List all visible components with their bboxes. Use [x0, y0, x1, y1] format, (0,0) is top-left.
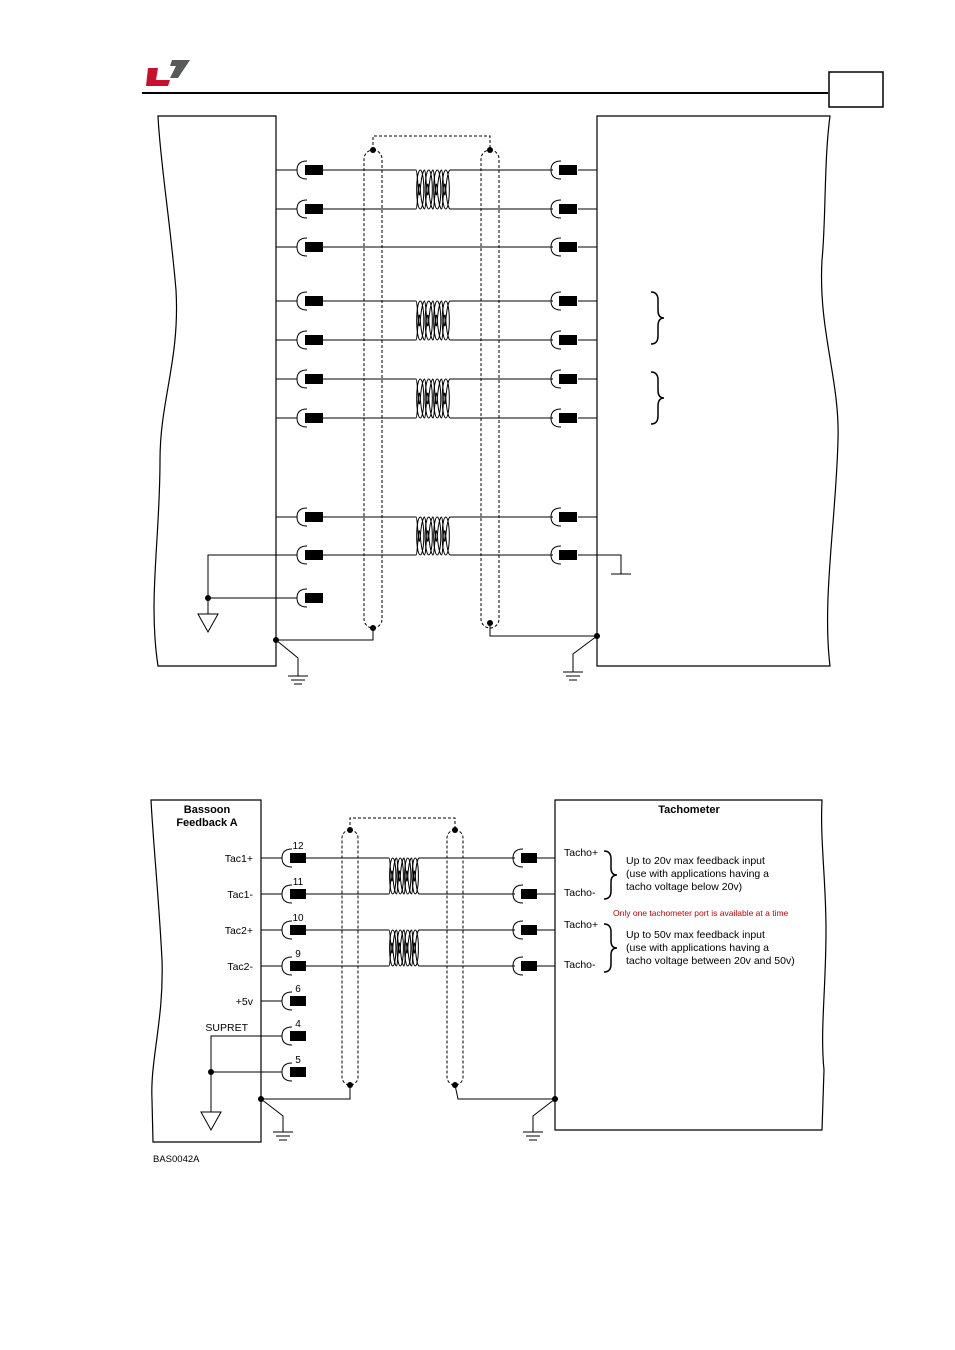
- tacho-pin-connector: [512, 956, 537, 976]
- tacho-pin-label: Tacho+: [564, 919, 598, 931]
- feedback-pin-connector: [281, 848, 306, 868]
- tacho-pin-label: Tacho-: [564, 887, 596, 899]
- top-left-connector: [296, 237, 323, 257]
- top-right-connector: [550, 160, 577, 180]
- top-right-connector: [550, 507, 577, 527]
- top-left-connector: [296, 291, 323, 311]
- top-right-connector: [550, 199, 577, 219]
- feedback-pin-connector: [281, 1026, 306, 1046]
- top-left-connector: [296, 330, 323, 350]
- feedback-pin-number: 9: [295, 949, 301, 960]
- feedback-pin-label: Tac1-: [227, 889, 253, 901]
- tachometer-block: [554, 799, 827, 1131]
- feedback-pin-connector: [281, 956, 306, 976]
- top-twisted-pair: [415, 378, 451, 419]
- top-ground-wiring: [197, 554, 631, 685]
- feedback-pin-number: 12: [292, 841, 304, 852]
- feedback-pin-connector: [281, 920, 306, 940]
- note2-line2: (use with applications having a: [626, 942, 769, 954]
- bottom-wiring-diagram: Bassoon Feedback A Tachometer Tac1+ 12Tac…: [150, 799, 827, 1165]
- note1-line1: Up to 20v max feedback input: [626, 855, 765, 867]
- single-port-warning: Only one tachometer port is available at…: [613, 908, 789, 918]
- note2-line1: Up to 50v max feedback input: [626, 929, 765, 941]
- top-right-connector: [550, 291, 577, 311]
- elmo-logo-icon: [146, 60, 190, 86]
- top-right-block: [596, 115, 839, 667]
- top-left-connector: [296, 369, 323, 389]
- feedback-pin-connector: [281, 1062, 306, 1082]
- top-left-block: [153, 115, 277, 667]
- feedback-pin-number: 11: [293, 877, 304, 888]
- top-twisted-pair: [415, 300, 451, 341]
- page-number-box: [828, 71, 884, 108]
- tacho-brace-2: [603, 923, 618, 973]
- top-right-connector: [550, 330, 577, 350]
- top-wiring-diagram: [153, 115, 839, 685]
- bottom-twisted-pair: [388, 857, 420, 895]
- tacho-brace-1: [603, 850, 618, 900]
- top-brace-2: [650, 371, 665, 425]
- feedback-a-title-2: Feedback A: [176, 817, 237, 829]
- feedback-pin-connector: [281, 884, 306, 904]
- feedback-pin-label: +5v: [236, 996, 254, 1008]
- top-left-connector: [296, 588, 323, 608]
- top-right-connector: [550, 369, 577, 389]
- feedback-pin-label: Tac2-: [227, 961, 253, 973]
- bottom-ground-wiring: [200, 1035, 556, 1141]
- feedback-pin-number: 4: [295, 1019, 301, 1030]
- feedback-pin-number: 10: [292, 913, 304, 924]
- feedback-pin-label: Tac2+: [225, 925, 253, 937]
- figure-id: BAS0042A: [153, 1154, 200, 1165]
- top-twisted-pair: [415, 516, 451, 556]
- top-left-connector: [296, 160, 323, 180]
- top-left-connector: [296, 545, 323, 565]
- tacho-pin-connector: [512, 884, 537, 904]
- tacho-pin-label: Tacho+: [564, 847, 598, 859]
- feedback-pin-label: SUPRET: [205, 1022, 248, 1034]
- top-right-connector: [550, 408, 577, 428]
- top-right-connector: [550, 545, 577, 565]
- note2-line3: tacho voltage between 20v and 50v): [626, 955, 795, 967]
- note1-line2: (use with applications having a: [626, 868, 769, 880]
- tachometer-title: Tachometer: [658, 804, 720, 816]
- top-left-connector: [296, 408, 323, 428]
- feedback-pin-number: 6: [295, 984, 301, 995]
- tacho-pin-label: Tacho-: [564, 959, 596, 971]
- top-brace-1: [650, 291, 665, 345]
- feedback-pin-number: 5: [295, 1055, 301, 1066]
- top-left-connector: [296, 199, 323, 219]
- bottom-twisted-pair: [388, 929, 420, 967]
- tacho-pin-connector: [512, 848, 537, 868]
- top-twisted-pair: [415, 169, 451, 210]
- feedback-pin-connector: [281, 991, 306, 1011]
- top-right-connector: [550, 237, 577, 257]
- top-left-connector: [296, 507, 323, 527]
- tacho-pin-connector: [512, 920, 537, 940]
- feedback-a-block: [150, 799, 262, 1143]
- note1-line3: tacho voltage below 20v): [626, 881, 742, 893]
- feedback-a-title-1: Bassoon: [184, 804, 231, 816]
- feedback-pin-label: Tac1+: [225, 853, 253, 865]
